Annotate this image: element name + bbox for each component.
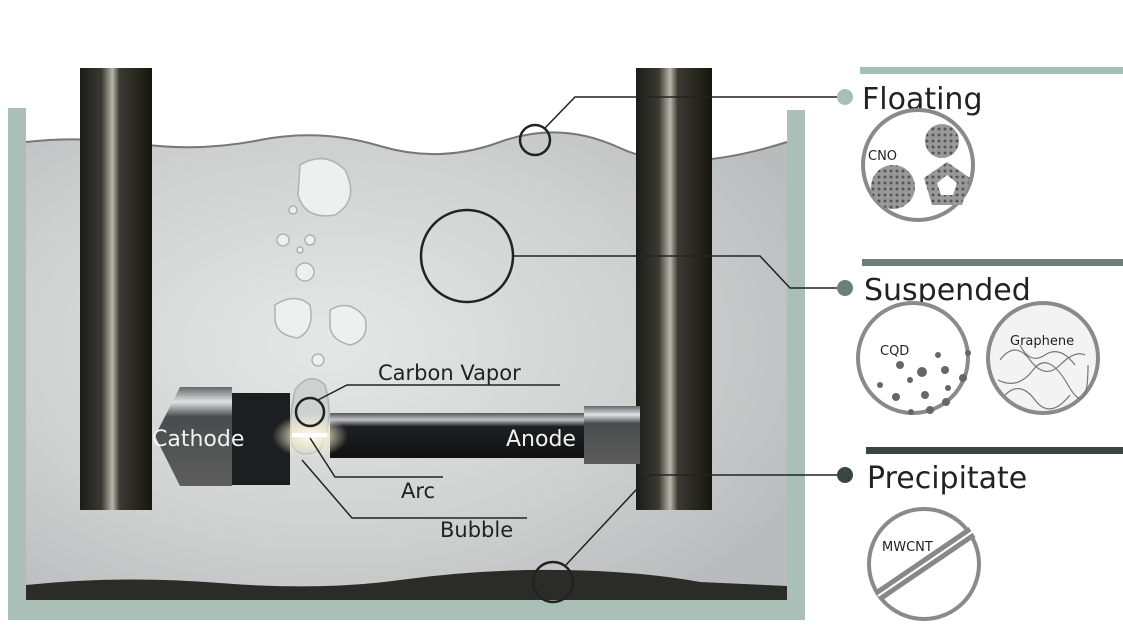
svg-text:MWCNT: MWCNT [882, 540, 933, 555]
category-floating: Floating CNO [837, 67, 1123, 222]
cathode-column [80, 68, 152, 510]
anode-column [636, 68, 712, 510]
svg-text:CNO: CNO [868, 149, 897, 164]
cqd-circle [856, 301, 970, 415]
sediment [26, 569, 787, 600]
anode-rod [330, 413, 585, 458]
anode-label: Anode [506, 427, 576, 452]
bubble-label: Bubble [440, 518, 513, 542]
svg-text:Graphene: Graphene [1010, 334, 1074, 349]
anode-cap [584, 406, 640, 464]
suspended-dot [837, 280, 853, 296]
graphene-circle [986, 301, 1100, 415]
carbon-vapor-label: Carbon Vapor [378, 361, 521, 385]
category-precipitate: Precipitate MWCNT [837, 447, 1123, 621]
arc-label: Arc [401, 479, 435, 503]
precipitate-dot [837, 467, 853, 483]
svg-text:Precipitate: Precipitate [867, 461, 1027, 496]
floating-dot [837, 89, 853, 105]
svg-text:CQD: CQD [880, 344, 909, 359]
cathode-label: Cathode [152, 427, 244, 452]
category-suspended: Suspended CQD Graphene [837, 259, 1123, 415]
svg-text:Suspended: Suspended [864, 273, 1031, 308]
callout-lines [294, 96, 845, 604]
